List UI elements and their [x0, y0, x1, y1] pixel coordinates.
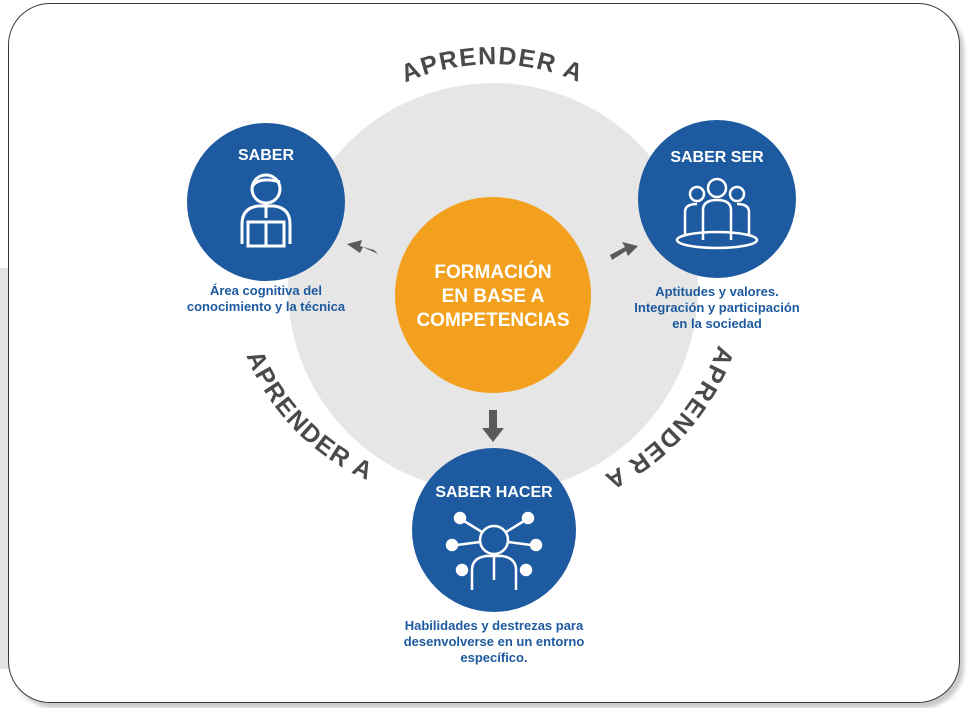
person-network-skills-icon — [445, 511, 543, 590]
saber-ser-desc-line-3: en la sociedad — [672, 316, 762, 331]
saber-hacer-circle — [412, 448, 576, 612]
saber-desc-line-2: conocimiento y la técnica — [187, 299, 346, 314]
saber-title: SABER — [238, 147, 294, 164]
saber-ser-node: SABER SER — [638, 120, 796, 278]
saber-hacer-desc-line-1: Habilidades y destrezas para — [405, 618, 584, 633]
center-circle — [395, 197, 591, 393]
saber-ser-title: SABER SER — [670, 149, 764, 166]
arrow-down-icon — [482, 410, 504, 442]
arrow-right-icon — [610, 242, 638, 260]
saber-ser-desc-line-1: Aptitudes y valores. — [655, 284, 779, 299]
center-line-1: FORMACIÓN — [434, 261, 551, 283]
saber-desc-line-1: Área cognitiva del — [210, 283, 322, 298]
person-reading-book-icon — [240, 173, 292, 248]
arc-label-top: APRENDER A — [397, 42, 588, 88]
group-of-people-icon — [675, 177, 759, 250]
saber-hacer-node: SABER HACER — [412, 448, 576, 612]
saber-ser-desc-line-2: Integración y participación — [634, 300, 799, 315]
saber-hacer-title: SABER HACER — [435, 484, 553, 501]
saber-node: SABER — [187, 123, 345, 281]
arrow-left-icon — [347, 240, 378, 254]
saber-hacer-desc-line-3: específico. — [460, 650, 527, 665]
saber-hacer-desc-line-2: desenvolverse en un entorno — [404, 634, 585, 649]
center-line-2: EN BASE A — [442, 286, 545, 307]
center-line-3: COMPETENCIAS — [416, 310, 569, 331]
competencies-diagram: APRENDER A APRENDER A APRENDER A FORMACI… — [187, 42, 800, 665]
